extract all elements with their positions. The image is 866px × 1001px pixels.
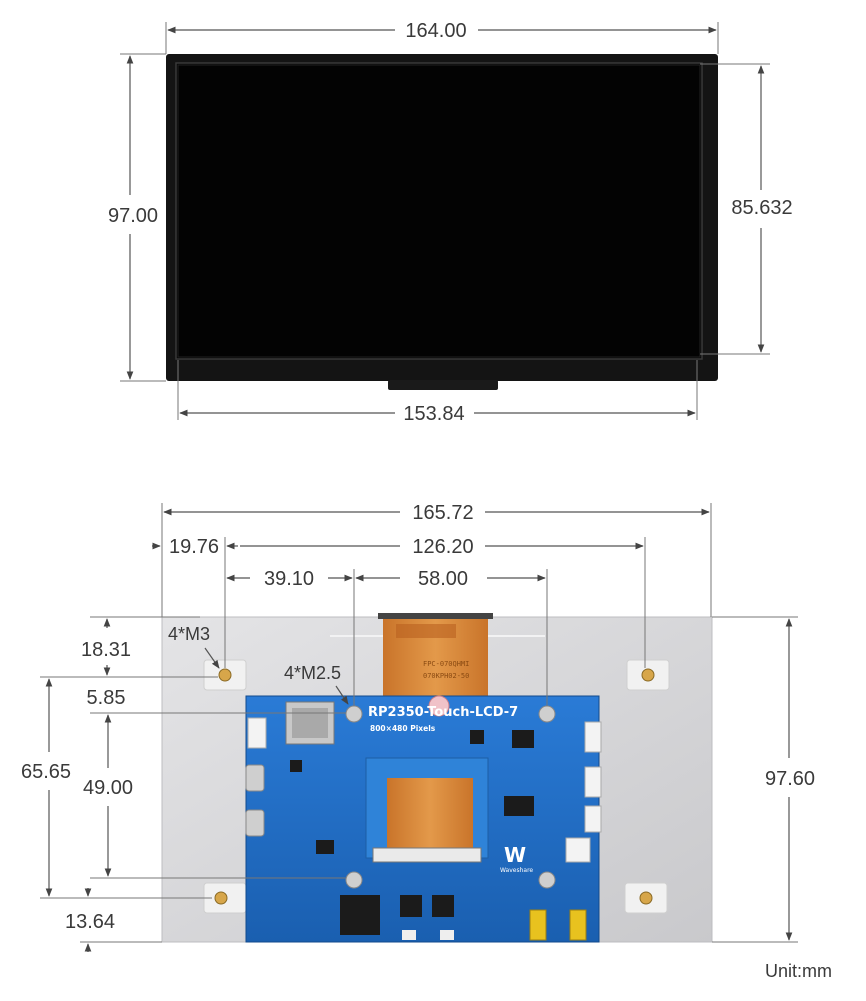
- hole-span-dimension: 126.20: [240, 536, 644, 558]
- active-width-dimension: 153.84: [179, 403, 696, 425]
- svg-text:FPC-070QHMI: FPC-070QHMI: [423, 660, 469, 668]
- m3-standoffs: [203, 659, 670, 914]
- unit-label: Unit:mm: [765, 961, 832, 981]
- active-height-label: 85.632: [731, 197, 792, 219]
- back-view: FPC-070QHMI 070KPH02-50: [21, 502, 815, 952]
- m25-span-label: 58.00: [418, 568, 468, 590]
- front-width-label: 164.00: [405, 20, 466, 42]
- front-width-dimension: 164.00: [167, 20, 717, 42]
- m25-offset-dimension: 39.10: [226, 568, 353, 590]
- bottom-offset-dimension: 13.64: [65, 888, 115, 952]
- m3-label: 4*M3: [168, 624, 210, 644]
- hole-vertical-label: 65.65: [21, 761, 71, 783]
- back-height-label: 97.60: [765, 768, 815, 790]
- m25-span-dimension: 58.00: [355, 568, 546, 590]
- board-subtitle: 800×480 Pixels: [370, 724, 436, 733]
- m25-top-offset-label: 5.85: [87, 687, 126, 709]
- top-offset-dimension: 18.31: [81, 618, 131, 676]
- fpc-ribbon: FPC-070QHMI 070KPH02-50: [378, 613, 493, 697]
- m25-offset-label: 39.10: [264, 568, 314, 590]
- m25-vertical-label: 49.00: [83, 777, 133, 799]
- front-view: 164.00 97.00 85.632 153.84: [108, 20, 793, 425]
- back-width-dimension: 165.72: [163, 502, 710, 524]
- bottom-offset-label: 13.64: [65, 911, 115, 933]
- m25-label: 4*M2.5: [284, 663, 341, 683]
- back-width-label: 165.72: [412, 502, 473, 524]
- front-height-label: 97.00: [108, 205, 158, 227]
- m3-callout: 4*M3: [168, 624, 220, 669]
- active-width-label: 153.84: [403, 403, 464, 425]
- hole-vertical-dimension: 65.65: [21, 678, 71, 897]
- brand-name: Waveshare: [500, 867, 533, 874]
- front-height-dimension: 97.00: [108, 55, 158, 380]
- top-offset-label: 18.31: [81, 639, 131, 661]
- left-offset-dimension: 19.76: [152, 536, 238, 558]
- back-height-dimension: 97.60: [765, 618, 815, 941]
- m25-top-offset-dimension: 5.85: [87, 687, 126, 709]
- svg-text:070KPH02-50: 070KPH02-50: [423, 672, 469, 680]
- lcd-screen: [175, 62, 703, 360]
- m25-vertical-dimension: 49.00: [83, 714, 133, 877]
- left-offset-label: 19.76: [169, 536, 219, 558]
- board-title: RP2350-Touch-LCD-7: [368, 705, 518, 720]
- active-height-dimension: 85.632: [731, 65, 793, 353]
- lcd-bottom-tab: [388, 380, 498, 390]
- brand-logo: W: [504, 843, 526, 867]
- pcb-board: RP2350-Touch-LCD-7 800×480 Pixels W Wave…: [245, 695, 602, 943]
- hole-span-label: 126.20: [412, 536, 473, 558]
- m25-callout: 4*M2.5: [284, 663, 349, 705]
